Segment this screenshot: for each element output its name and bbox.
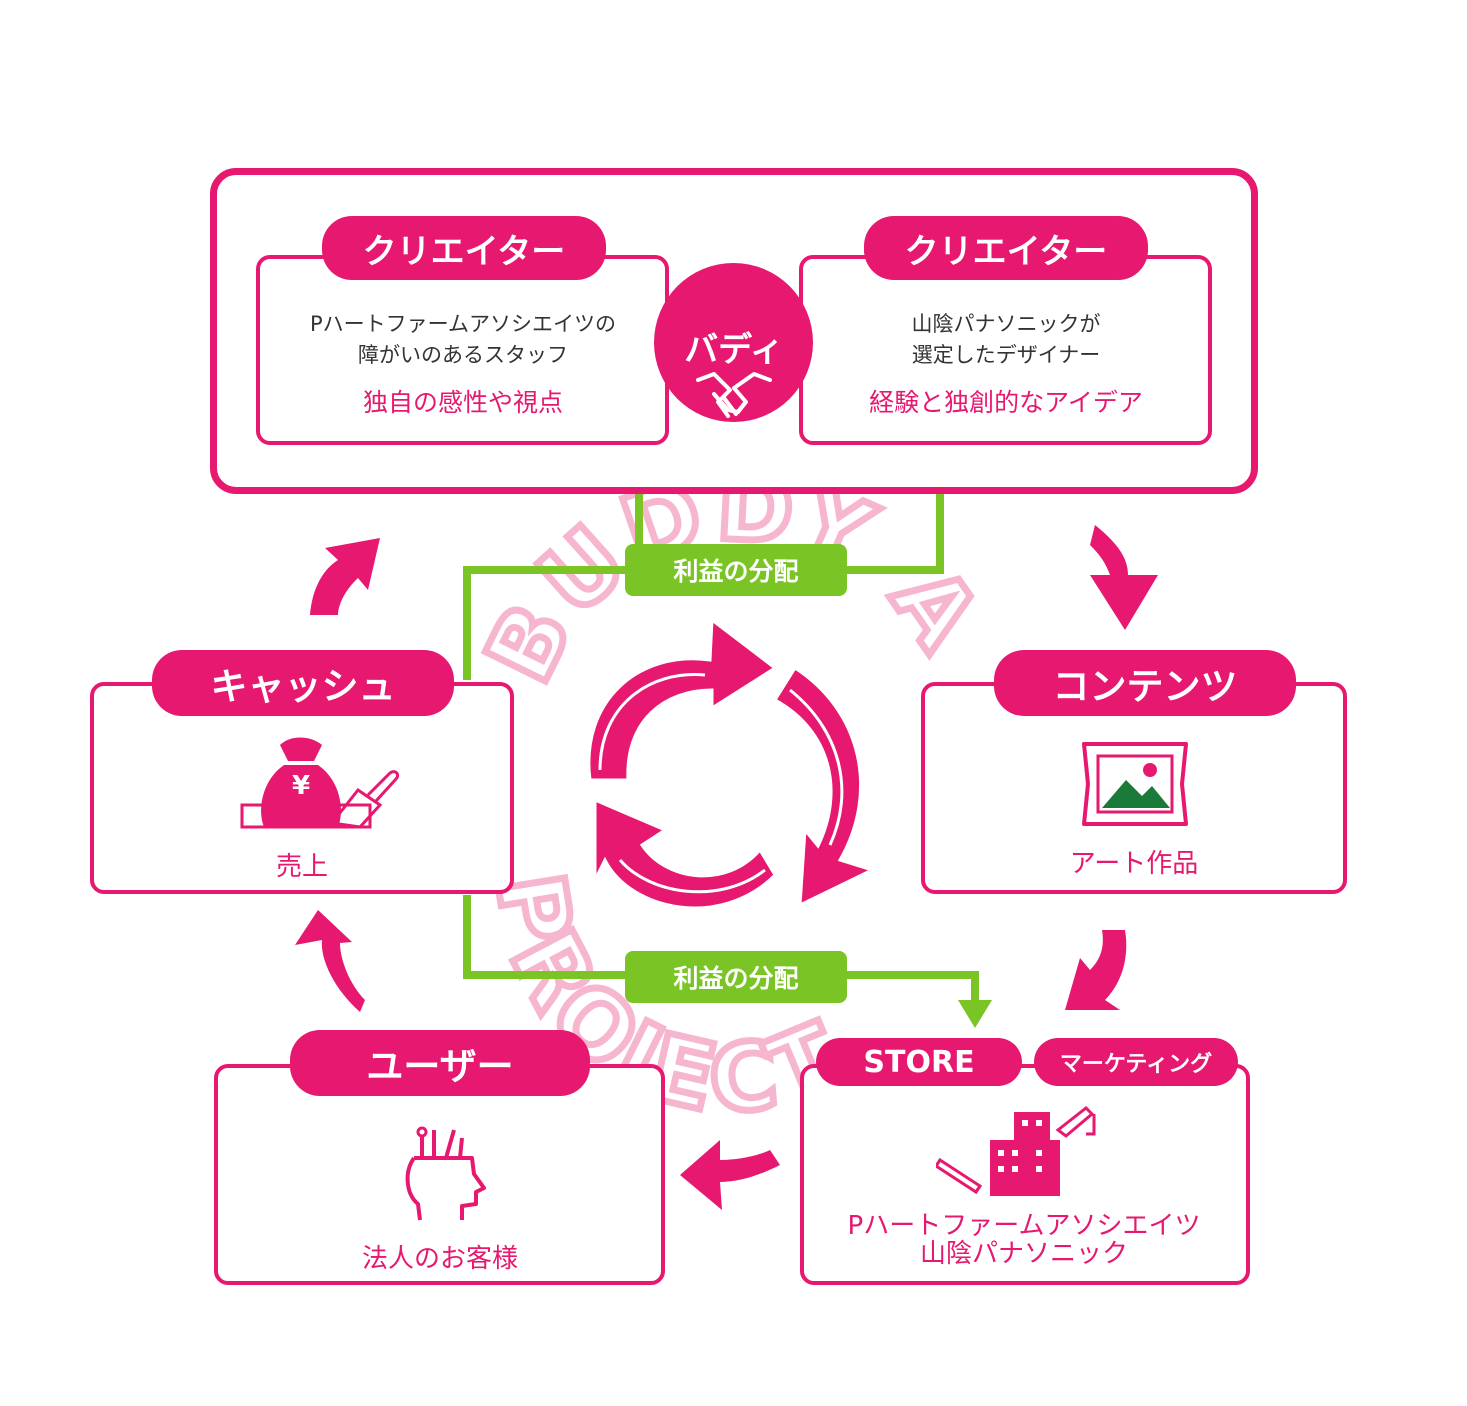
yen-symbol: ¥ <box>291 771 311 801</box>
money-bag-icon <box>240 737 400 829</box>
creator-left-line2: 障がいのあるスタッフ <box>358 343 568 367</box>
painting-icon <box>1082 742 1188 826</box>
buddy-label: バディ <box>684 330 784 370</box>
user-title: ユーザー <box>290 1030 590 1096</box>
cash-caption: 売上 <box>275 852 329 882</box>
store-line1: Pハートファームアソシエイツ <box>847 1211 1201 1241</box>
head-icon <box>405 1126 486 1221</box>
contents-caption: アート作品 <box>1069 849 1199 879</box>
user-box <box>214 1064 665 1285</box>
buddy-circle <box>654 263 813 422</box>
flow-arrows <box>295 525 1158 1210</box>
handshake-icon <box>696 372 772 418</box>
store-title: STORE <box>816 1038 1022 1086</box>
creator-right-highlight: 経験と独創的なアイデア <box>869 388 1143 417</box>
creator-right-line2: 選定したデザイナー <box>911 343 1101 367</box>
store-line2: 山陰パナソニック <box>919 1239 1129 1269</box>
user-caption: 法人のお客様 <box>361 1244 519 1274</box>
cycle-arrows <box>587 617 877 910</box>
building-icon <box>936 1105 1096 1196</box>
profit-label-top: 利益の分配 <box>625 544 847 596</box>
creator-right-line1: 山陰パナソニックが <box>911 312 1101 336</box>
cycle-arrow-inner-lines <box>598 673 844 894</box>
creator-left-line1: Pハートファームアソシエイツの <box>309 312 617 336</box>
contents-title: コンテンツ <box>994 650 1296 716</box>
creator-left-box <box>256 255 669 445</box>
creator-left-title: クリエイター <box>322 216 606 280</box>
marketing-title: マーケティング <box>1034 1038 1238 1086</box>
creator-left-highlight: 独自の感性や視点 <box>362 388 564 417</box>
profit-label-bottom: 利益の分配 <box>625 951 847 1003</box>
creator-right-title: クリエイター <box>864 216 1148 280</box>
cash-title: キャッシュ <box>152 650 454 716</box>
